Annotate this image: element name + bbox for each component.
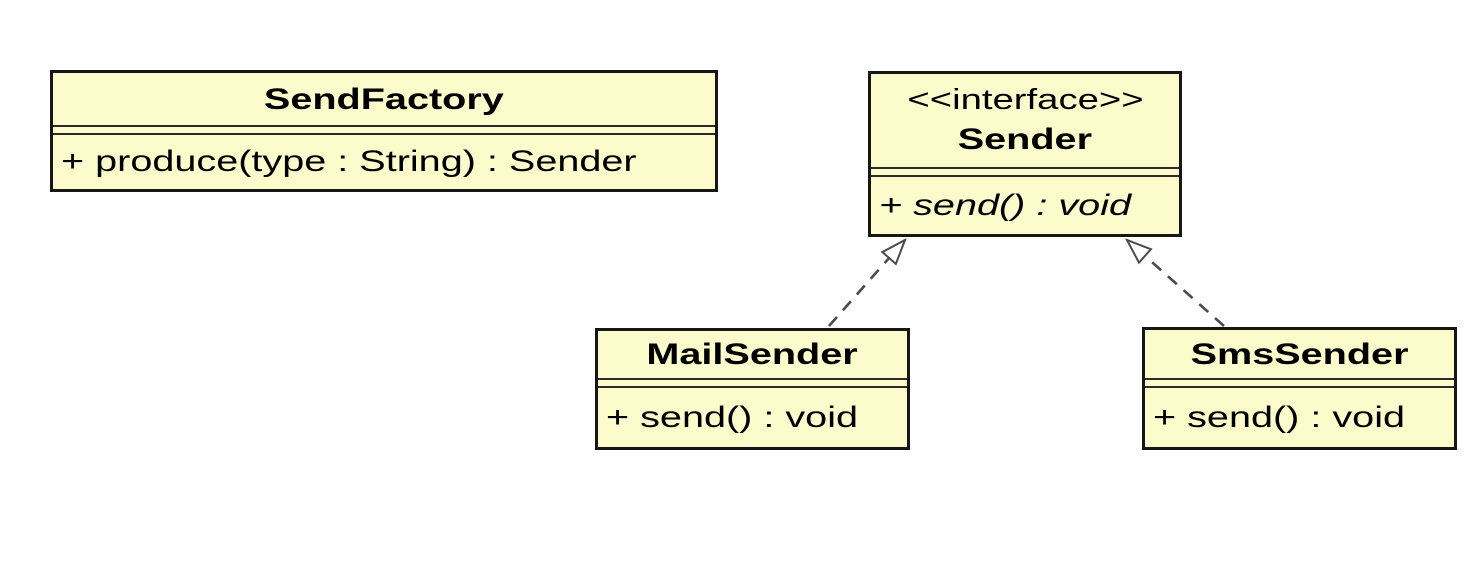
method-label: + send() : void [606, 400, 859, 434]
class-title-compartment: <<interface>> Sender [871, 74, 1179, 167]
method-label: + send() : void [1153, 400, 1406, 434]
class-box-smssender: SmsSender + send() : void [1142, 327, 1457, 450]
class-title-compartment: SmsSender [1145, 330, 1454, 378]
class-name: SmsSender [1190, 337, 1409, 371]
attributes-compartment [598, 378, 907, 388]
class-title-compartment: SendFactory [53, 73, 715, 125]
methods-compartment: + send() : void [871, 177, 1179, 234]
class-box-sendfactory: SendFactory + produce(type : String) : S… [50, 70, 718, 192]
class-title-compartment: MailSender [598, 331, 907, 378]
abstract-method-label: + send() : void [879, 188, 1132, 222]
class-name: Sender [957, 122, 1093, 156]
class-name: MailSender [646, 338, 859, 371]
realization-line-mailsender-to-sender [828, 240, 905, 327]
attributes-compartment [53, 125, 715, 135]
methods-compartment: + send() : void [598, 388, 907, 447]
stereotype-label: <<interface>> [906, 84, 1144, 117]
attributes-compartment [871, 167, 1179, 177]
attributes-compartment [1145, 378, 1454, 388]
realization-line-smssender-to-sender [1127, 240, 1225, 327]
class-name: SendFactory [264, 82, 504, 116]
class-box-sender-interface: <<interface>> Sender + send() : void [868, 71, 1182, 237]
class-box-mailsender: MailSender + send() : void [595, 328, 910, 450]
method-label: + produce(type : String) : Sender [61, 145, 637, 178]
methods-compartment: + send() : void [1145, 388, 1454, 447]
methods-compartment: + produce(type : String) : Sender [53, 135, 715, 189]
